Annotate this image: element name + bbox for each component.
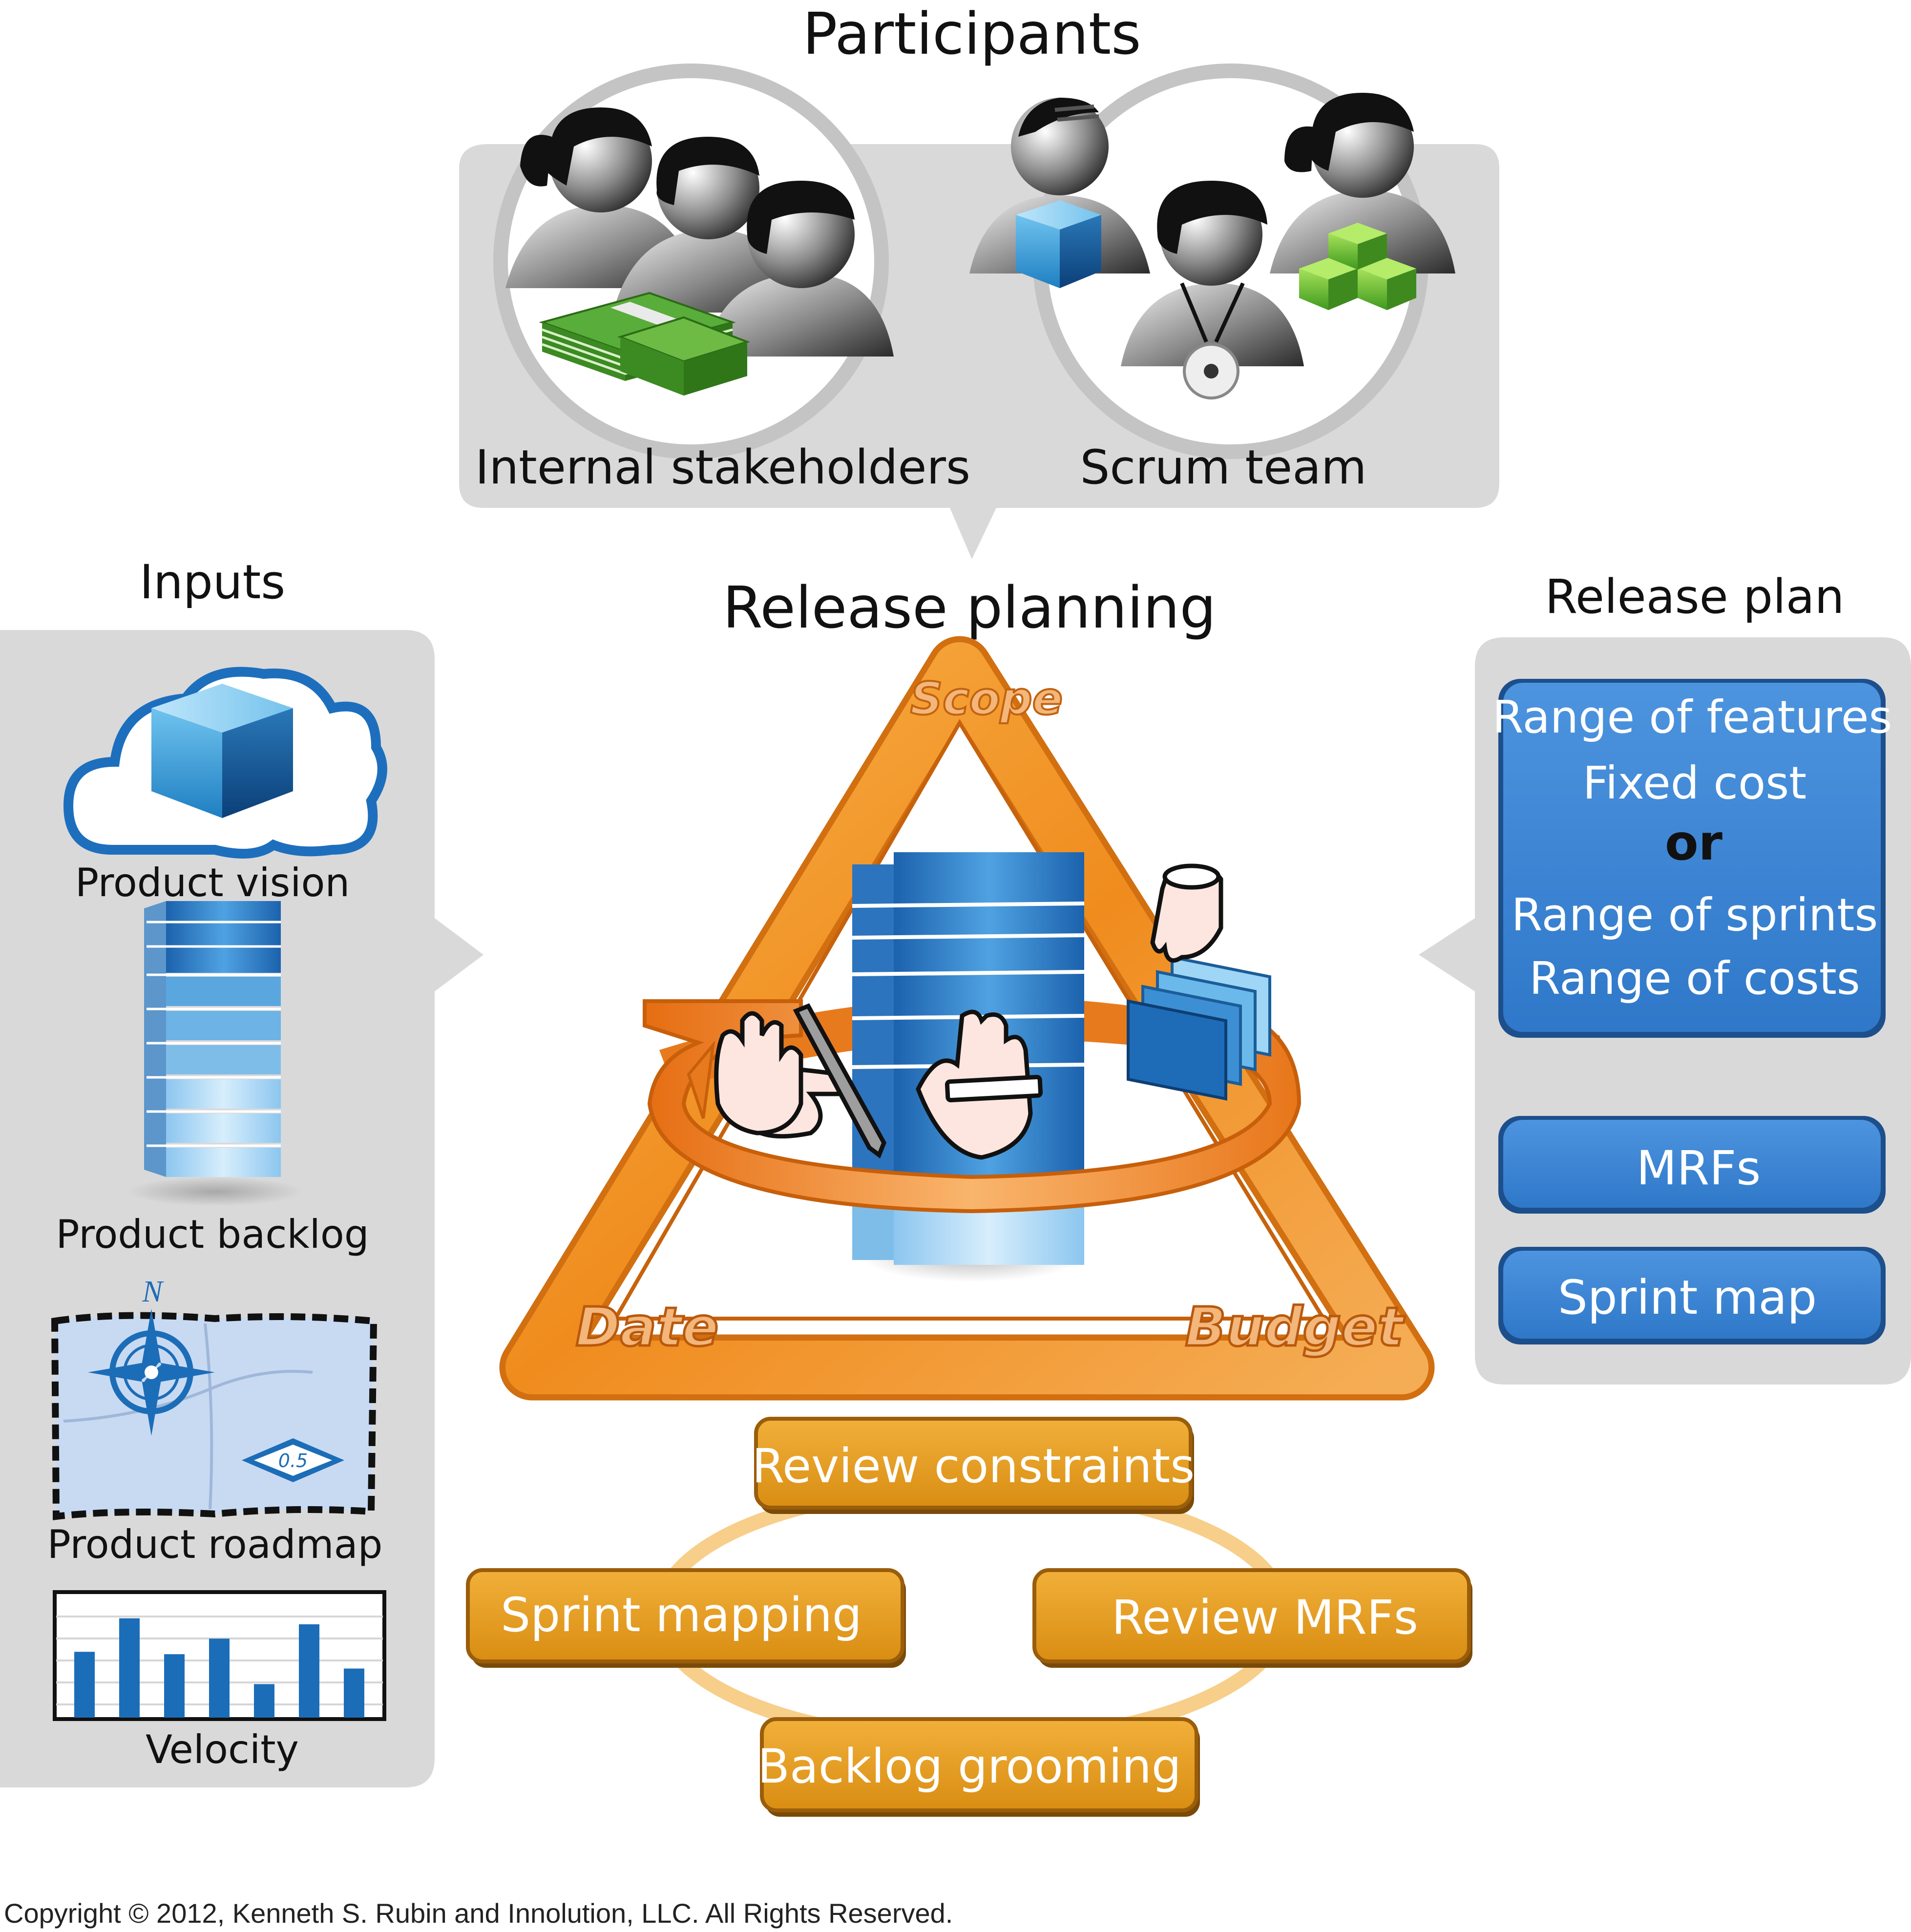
scale-badge: 0.5 [242, 1438, 344, 1482]
release-plan-title: Release plan [1545, 569, 1845, 624]
compass-rose-icon [88, 1309, 215, 1436]
velocity-bars [74, 1618, 364, 1718]
activity-review-mrfs-label: Review MRFs [1112, 1590, 1418, 1645]
velocity-bar [209, 1638, 230, 1718]
activity-review-constraints[interactable]: Review constraints [752, 1417, 1195, 1514]
hands-icon [714, 863, 1223, 1160]
inputs-section: Inputs Product vision [0, 555, 483, 1787]
or-text: or [1665, 814, 1723, 871]
svg-text:0.5: 0.5 [278, 1450, 308, 1471]
scrum-team-icon [969, 93, 1455, 399]
participants-section: Participants [459, 0, 1499, 559]
activity-backlog-grooming-label: Backlog grooming [757, 1739, 1181, 1794]
product-backlog-label: Product backlog [56, 1212, 369, 1257]
participants-title: Participants [802, 0, 1141, 67]
product-owner-cube-icon [1016, 200, 1101, 288]
scope-label: Scope [910, 672, 1063, 725]
inputs-title: Inputs [140, 555, 286, 609]
map-compass-icon: N 0.5 [51, 1275, 378, 1520]
copyright-text: Copyright © 2012, Kenneth S. Rubin and I… [4, 1898, 953, 1929]
range-of-features-text: Range of features [1492, 691, 1892, 743]
fixed-cost-text: Fixed cost [1583, 757, 1807, 809]
compass-north-label: N [142, 1275, 164, 1308]
green-cubes-icon [1299, 223, 1416, 310]
scrum-team-label: Scrum team [1080, 440, 1366, 495]
mrfs-text: MRFs [1637, 1141, 1761, 1196]
velocity-bar [119, 1618, 140, 1718]
cards-icon [1127, 955, 1271, 1101]
whistle-icon [1183, 343, 1239, 399]
mrfs-box: MRFs [1498, 1116, 1886, 1214]
cloud-cube-icon [63, 667, 387, 859]
product-roadmap-label: Product roadmap [47, 1522, 383, 1567]
activity-review-mrfs[interactable]: Review MRFs [1032, 1568, 1472, 1668]
sprint-map-text: Sprint map [1558, 1270, 1817, 1325]
velocity-bar [254, 1684, 274, 1718]
release-plan-options-box: Range of features Fixed cost or Range of… [1492, 679, 1892, 1038]
sprint-map-box: Sprint map [1498, 1247, 1886, 1344]
activity-backlog-grooming[interactable]: Backlog grooming [757, 1717, 1200, 1817]
date-label: Date [576, 1296, 719, 1358]
velocity-bar [344, 1668, 364, 1718]
range-of-costs-text: Range of costs [1529, 952, 1860, 1005]
velocity-bar [299, 1624, 319, 1718]
release-planning-title: Release planning [723, 574, 1217, 641]
budget-label: Budget [1185, 1296, 1405, 1358]
velocity-chart-icon [53, 1590, 386, 1721]
stakeholders-label: Internal stakeholders [475, 440, 970, 495]
velocity-label: Velocity [146, 1727, 299, 1772]
release-planning-section: Release planning Scope Date Budget [466, 574, 1472, 1817]
range-of-sprints-text: Range of sprints [1512, 889, 1878, 941]
release-plan-section: Release plan Range of features Fixed cos… [1419, 569, 1911, 1385]
velocity-bar [74, 1652, 95, 1718]
backlog-stack-icon [127, 901, 303, 1206]
activity-review-constraints-label: Review constraints [752, 1439, 1195, 1493]
velocity-bar [164, 1654, 185, 1718]
activity-sprint-mapping-label: Sprint mapping [501, 1588, 862, 1642]
planning-illustration [643, 852, 1302, 1282]
product-vision-label: Product vision [75, 860, 350, 905]
activity-sprint-mapping[interactable]: Sprint mapping [466, 1568, 906, 1668]
stakeholders-money-icon [505, 107, 894, 396]
